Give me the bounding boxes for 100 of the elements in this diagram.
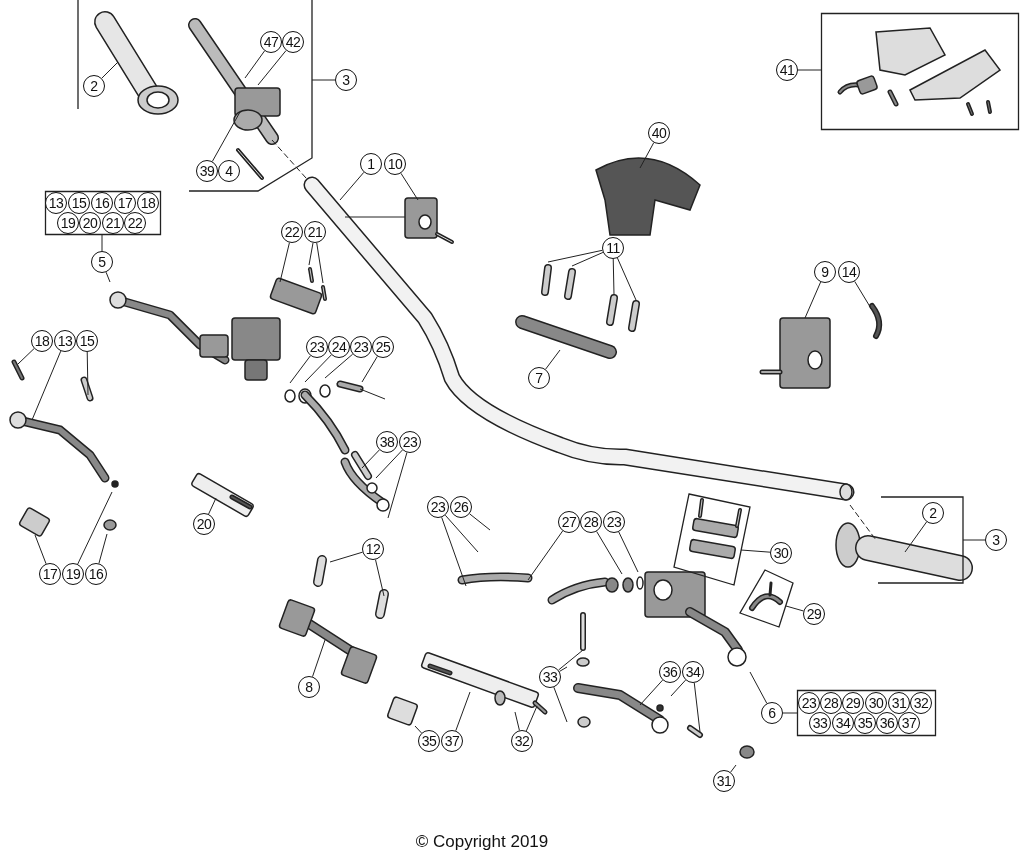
- callout-number: 26: [450, 496, 472, 518]
- leader-line: [77, 491, 113, 565]
- callout-number: 34: [682, 661, 704, 683]
- callout-number: 41: [776, 59, 798, 81]
- leader-line: [618, 531, 639, 573]
- leader-line: [304, 354, 332, 383]
- leader-line: [17, 348, 35, 365]
- leader-line: [639, 142, 655, 169]
- callout-number: 13: [45, 192, 67, 214]
- leader-line: [670, 679, 687, 697]
- callout-number: 37: [898, 712, 920, 734]
- leader-line: [329, 551, 363, 563]
- leader-line: [324, 353, 354, 379]
- callout-number: 4: [218, 160, 240, 182]
- leader-line: [571, 251, 604, 267]
- callout-number: 28: [580, 511, 602, 533]
- leader-line: [312, 639, 326, 678]
- leader-line: [797, 69, 822, 71]
- callout-number: 20: [79, 212, 101, 234]
- callout-number: 15: [76, 330, 98, 352]
- leader-line: [279, 242, 290, 283]
- leader-line: [257, 50, 287, 86]
- leader-line: [339, 171, 365, 201]
- leader-line: [545, 349, 561, 370]
- leader-line: [749, 671, 768, 704]
- leader-line: [361, 449, 380, 469]
- callout-number: 33: [809, 712, 831, 734]
- callout-number: 37: [441, 730, 463, 752]
- callout-number: 24: [328, 336, 350, 358]
- leader-line: [34, 534, 47, 565]
- callout-number: 2: [83, 75, 105, 97]
- leader-line: [547, 249, 603, 263]
- callout-number: 32: [511, 730, 533, 752]
- callout-number: 16: [91, 192, 113, 214]
- callout-number: 2: [922, 502, 944, 524]
- leader-line: [308, 242, 314, 266]
- callout-number: 28: [820, 692, 842, 714]
- leader-line: [375, 449, 403, 479]
- callout-number: 40: [648, 122, 670, 144]
- leader-line: [101, 61, 119, 79]
- callout-number: 20: [193, 513, 215, 535]
- callout-number: 9: [814, 261, 836, 283]
- callout-number: 16: [85, 563, 107, 585]
- callout-number: 32: [910, 692, 932, 714]
- leader-line: [639, 679, 664, 706]
- callout-number: 35: [854, 712, 876, 734]
- leader-line: [469, 513, 491, 531]
- leader-line: [316, 242, 324, 284]
- callout-number: 23: [399, 431, 421, 453]
- callout-number: 34: [832, 712, 854, 734]
- leader-line: [527, 530, 564, 581]
- parts-kit-frame: [797, 690, 936, 736]
- callout-number: 19: [62, 563, 84, 585]
- callout-number: 3: [985, 529, 1007, 551]
- leader-line: [208, 497, 217, 515]
- callout-number: 10: [384, 153, 406, 175]
- callout-number: 19: [57, 212, 79, 234]
- callout-number: 23: [798, 692, 820, 714]
- leader-line: [101, 234, 103, 252]
- callout-number: 36: [659, 661, 681, 683]
- callout-number: 29: [842, 692, 864, 714]
- leader-line: [553, 686, 568, 723]
- callout-number: 47: [260, 31, 282, 53]
- leader-line: [693, 682, 701, 733]
- callout-number: 30: [865, 692, 887, 714]
- callout-number: 13: [54, 330, 76, 352]
- callout-number: 31: [888, 692, 910, 714]
- leader-line: [441, 516, 467, 587]
- leader-line: [612, 258, 615, 296]
- assembly-frame: [76, 0, 316, 194]
- callout-number: 5: [91, 251, 113, 273]
- leader-line: [361, 355, 378, 383]
- callout-number: 31: [713, 770, 735, 792]
- callout-number: 18: [31, 330, 53, 352]
- leader-line: [455, 691, 471, 732]
- leader-line: [444, 514, 479, 553]
- leader-line: [804, 281, 822, 319]
- callout-number: 8: [298, 676, 320, 698]
- callout-number: 23: [603, 511, 625, 533]
- callout-number: 22: [281, 221, 303, 243]
- callout-number: 15: [68, 192, 90, 214]
- callout-number: 12: [362, 538, 384, 560]
- leader-line: [414, 725, 422, 734]
- callout-number: 30: [770, 542, 792, 564]
- callout-number: 6: [761, 702, 783, 724]
- parts-frame: [738, 568, 795, 629]
- callout-number: 38: [376, 431, 398, 453]
- callout-number: 33: [539, 666, 561, 688]
- callout-number: 17: [114, 192, 136, 214]
- callout-number: 3: [335, 69, 357, 91]
- callout-number: 42: [282, 31, 304, 53]
- callout-number: 21: [102, 212, 124, 234]
- callout-number: 17: [39, 563, 61, 585]
- leader-line: [105, 271, 111, 283]
- leader-line: [86, 351, 89, 396]
- leader-line: [596, 530, 623, 575]
- callout-number: 36: [876, 712, 898, 734]
- leader-line: [98, 533, 108, 564]
- parts-frame: [672, 492, 752, 587]
- leader-line: [616, 257, 637, 301]
